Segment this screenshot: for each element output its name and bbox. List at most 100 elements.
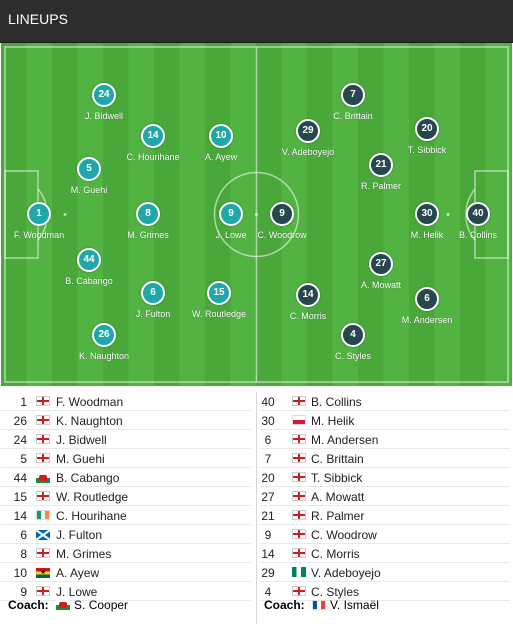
list-item[interactable]: 29 V. Adeboyejo [260, 563, 510, 582]
flag-icon [292, 529, 306, 539]
shirt-number: 6 [264, 433, 272, 447]
player-name[interactable]: C. Hourihane [56, 509, 127, 523]
player-name[interactable]: R. Palmer [311, 509, 365, 523]
list-item[interactable]: 6 M. Andersen [260, 430, 510, 449]
player-name[interactable]: J. Fulton [56, 528, 103, 542]
coach-name: V. Ismaël [330, 598, 379, 612]
home-player-token[interactable]: 8 M. Grimes [88, 202, 208, 240]
shirt-number: 29 [296, 119, 320, 143]
player-name[interactable]: W. Routledge [56, 490, 129, 504]
player-name[interactable]: V. Adeboyejo [311, 566, 381, 580]
player-name[interactable]: J. Lowe [56, 585, 98, 599]
player-name[interactable]: M. Guehi [56, 452, 105, 466]
player-name: C. Styles [334, 351, 371, 361]
away-player-token[interactable]: 4 C. Styles [293, 323, 413, 361]
shirt-number: 9 [219, 202, 243, 226]
player-name[interactable]: C. Styles [311, 585, 360, 599]
shirt-number: 4 [341, 323, 365, 347]
shirt-number: 44 [77, 248, 101, 272]
flag-icon [36, 586, 50, 596]
shirt-number: 9 [270, 202, 294, 226]
flag-icon [36, 510, 50, 520]
shirt-number: 8 [136, 202, 160, 226]
flag-icon [36, 453, 50, 463]
away-coach: Coach: V. Ismaël [264, 598, 379, 616]
list-item[interactable]: 10A. Ayew [1, 563, 251, 582]
player-name[interactable]: C. Morris [311, 547, 360, 561]
list-item[interactable]: 5 M. Guehi [1, 449, 251, 468]
player-name[interactable]: C. Brittain [311, 452, 364, 466]
shirt-number: 30 [261, 414, 275, 428]
shirt-number: 6 [141, 281, 165, 305]
player-name[interactable]: A. Ayew [56, 566, 100, 580]
player-name[interactable]: T. Sibbick [311, 471, 363, 485]
player-name: M. Grimes [127, 230, 169, 240]
home-player-token[interactable]: 44 B. Cabango [29, 248, 149, 286]
shirt-number: 29 [261, 566, 275, 580]
player-name[interactable]: M. Grimes [56, 547, 112, 561]
player-name: W. Routledge [191, 309, 247, 319]
player-name: T. Sibbick [407, 145, 447, 155]
player-name: C. Hourihane [126, 152, 180, 162]
shirt-number: 21 [369, 153, 393, 177]
shirt-number: 27 [369, 252, 393, 276]
shirt-number: 20 [261, 471, 275, 485]
player-name[interactable]: B. Cabango [56, 471, 120, 485]
player-name[interactable]: B. Collins [311, 395, 362, 409]
player-name[interactable]: J. Bidwell [56, 433, 107, 447]
list-item[interactable]: 30 M. Helik [260, 411, 510, 430]
player-name[interactable]: M. Helik [311, 414, 355, 428]
shirt-number: 1 [27, 202, 51, 226]
flag-icon [36, 396, 50, 406]
list-item[interactable]: 20 T. Sibbick [260, 468, 510, 487]
home-coach: Coach: S. Cooper [8, 598, 128, 616]
shirt-number: 5 [20, 452, 27, 466]
player-name: B. Cabango [65, 276, 113, 286]
shirt-number: 10 [209, 124, 233, 148]
player-name[interactable]: C. Woodrow [311, 528, 377, 542]
player-name[interactable]: A. Mowatt [311, 490, 365, 504]
player-name[interactable]: F. Woodman [56, 395, 124, 409]
column-divider [256, 392, 257, 624]
flag-icon [292, 586, 306, 596]
player-name[interactable]: K. Naughton [56, 414, 123, 428]
flag-icon [292, 396, 306, 406]
flag-icon [292, 434, 306, 444]
player-name[interactable]: M. Andersen [311, 433, 379, 447]
